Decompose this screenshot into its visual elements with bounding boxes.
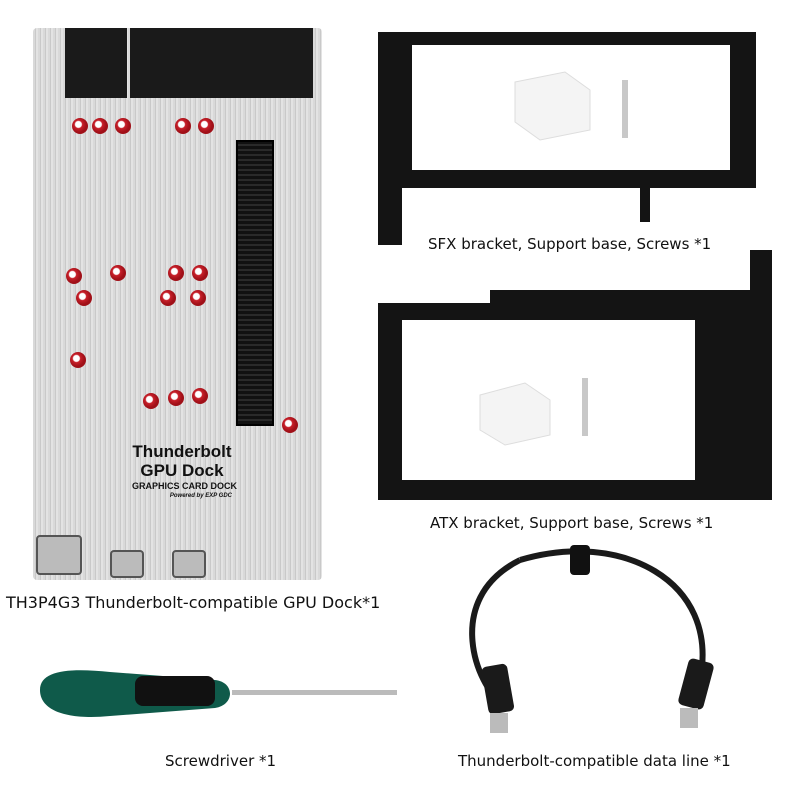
capacitor (192, 388, 208, 404)
screwdriver-shaft (232, 690, 397, 695)
logo-powered: Powered by EXP GDC (169, 493, 232, 499)
caption-atx: ATX bracket, Support base, Screws *1 (430, 514, 714, 532)
board-logo: Thunderbolt GPU Dock GRAPHICS CARD DOCK … (132, 442, 238, 501)
screwdriver-grip (135, 676, 215, 706)
caption-sfx: SFX bracket, Support base, Screws *1 (428, 235, 712, 253)
capacitor (115, 118, 131, 134)
capacitor (168, 265, 184, 281)
capacitor (72, 118, 88, 134)
thunderbolt-port-2 (172, 550, 206, 578)
capacitor (198, 118, 214, 134)
capacitor (76, 290, 92, 306)
cable-connector-right (678, 658, 714, 710)
cable-ferrite (570, 545, 590, 575)
sfx-bracket (378, 32, 756, 245)
cpu-power-connector (65, 28, 127, 98)
capacitor (190, 290, 206, 306)
sfx-screw (622, 80, 628, 138)
caption-cable: Thunderbolt-compatible data line *1 (458, 752, 731, 770)
capacitor (160, 290, 176, 306)
atx-bracket (378, 250, 772, 500)
capacitor (168, 390, 184, 406)
capacitor (110, 265, 126, 281)
logo-line3: GRAPHICS CARD DOCK (132, 481, 238, 491)
capacitor (92, 118, 108, 134)
capacitor (282, 417, 298, 433)
atx-24pin-connector (130, 28, 313, 98)
cable-plug-left (490, 713, 508, 733)
logo-line2: GPU Dock (140, 461, 224, 480)
caption-screwdriver: Screwdriver *1 (165, 752, 277, 770)
atx-support-base (479, 382, 551, 446)
atx-screw (582, 378, 588, 436)
capacitor (70, 352, 86, 368)
capacitor (66, 268, 82, 284)
cable-plug-right (680, 708, 698, 728)
capacitor (143, 393, 159, 409)
usb-a-port (36, 535, 82, 575)
cable-connector-left (481, 663, 515, 715)
thunderbolt-port-1 (110, 550, 144, 578)
sfx-support-base (514, 71, 591, 141)
capacitor (175, 118, 191, 134)
caption-dock: TH3P4G3 Thunderbolt-compatible GPU Dock*… (6, 593, 381, 612)
pcie-x16-slot (236, 140, 274, 426)
logo-line1: Thunderbolt (132, 442, 232, 461)
capacitor (192, 265, 208, 281)
